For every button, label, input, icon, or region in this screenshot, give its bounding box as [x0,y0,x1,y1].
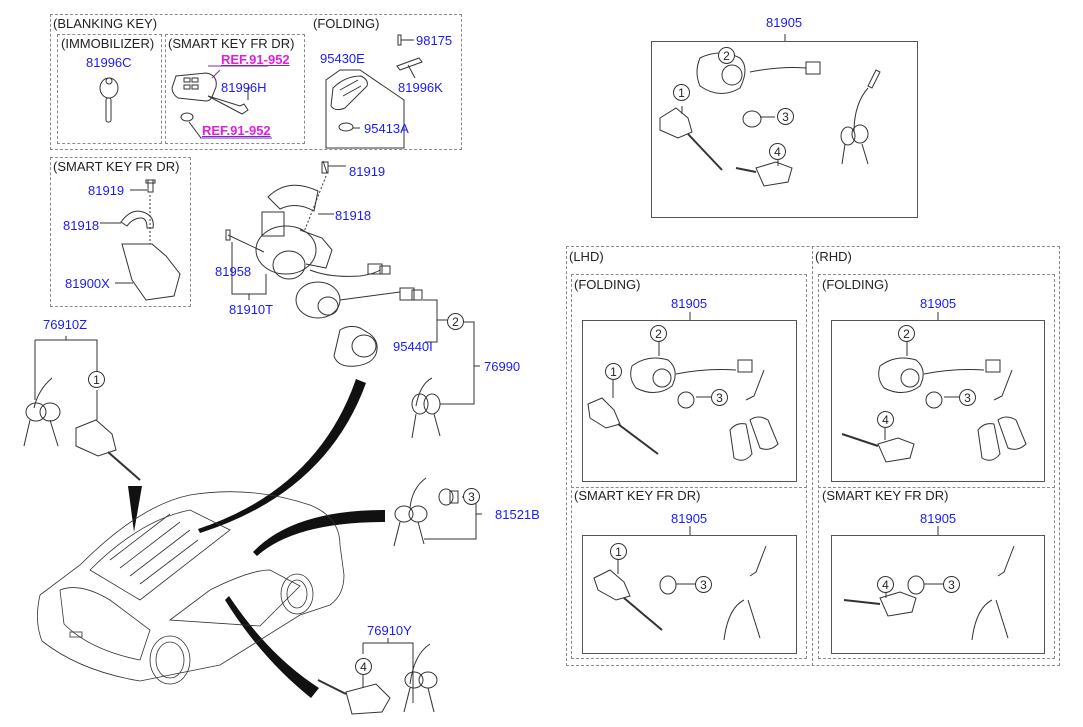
part-81905-top[interactable]: 81905 [766,15,803,30]
callout-3: 3 [943,576,960,593]
door-lock-cylinder-icon [317,679,391,715]
lhd-inner-frame [571,274,807,659]
smart-key-fob-icon [171,69,221,102]
callout-2: 2 [718,47,735,64]
kit-contents-icon [593,545,767,641]
bolt-icon [145,179,156,193]
part-81905-lhd-folding[interactable]: 81905 [671,296,708,311]
emergency-key-blade-icon [207,87,250,115]
callout-4: 4 [355,658,372,675]
part-81958[interactable]: 81958 [215,264,252,279]
key-pair-icon [23,377,61,447]
callout-4: 4 [877,576,894,593]
smart-key-cover-frame [50,157,191,307]
callout-2: 2 [650,325,667,342]
part-81996C[interactable]: 81996C [86,55,132,70]
kit-top-frame [651,41,918,218]
ref-link-top[interactable]: REF.91-952 [221,52,290,67]
blanking-key-title: (BLANKING KEY) [53,16,158,31]
part-76910Y[interactable]: 76910Y [367,623,412,638]
vehicle-illustration [37,491,345,685]
door-lock-cylinder-icon [75,419,141,481]
part-81905-rhd-smart[interactable]: 81905 [920,511,957,526]
part-81996H[interactable]: 81996H [221,80,267,95]
callout-1: 1 [610,543,627,560]
kit-contents-icon [587,357,779,461]
blanking-key-frame [50,14,462,150]
folding-key-fob-icon [330,75,368,111]
part-81996K[interactable]: 81996K [398,80,443,95]
kit-contents-icon [841,357,1027,463]
rhd-inner-frame [818,274,1055,659]
rhd-title: (RHD) [815,249,852,264]
callout-4: 4 [769,143,786,160]
start-stop-button-icon [333,325,378,367]
part-81919[interactable]: 81919 [349,164,386,179]
part-76990[interactable]: 76990 [484,359,521,374]
callout-1: 1 [88,371,105,388]
rhd-section-divider [818,487,1055,488]
immobilizer-antenna-icon [295,281,423,319]
lhd-title: (LHD) [569,249,604,264]
part-81919[interactable]: 81919 [88,183,125,198]
part-76910Z[interactable]: 76910Z [43,317,88,332]
key-pair-icon [393,477,428,547]
rhd-smart-kit-frame [831,535,1045,654]
lhd-smart-title: (SMART KEY FR DR) [574,488,701,503]
rhd-folding-kit-frame [831,320,1045,482]
immobilizer-frame [57,34,162,144]
key-pair-icon [411,377,441,439]
callout-1: 1 [605,363,622,380]
callout-1: 1 [673,84,690,101]
lhd-section-divider [571,487,807,488]
part-98175[interactable]: 98175 [416,33,453,48]
callout-3: 3 [777,108,794,125]
smart-key-cover-title: (SMART KEY FR DR) [53,159,180,174]
smart-key-fr-dr-frame [165,34,305,144]
part-81905-rhd-folding[interactable]: 81905 [920,296,957,311]
lhd-folding-title: (FOLDING) [574,277,641,292]
part-81918[interactable]: 81918 [63,218,100,233]
part-95430E[interactable]: 95430E [320,51,365,66]
battery-coin-icon [180,112,194,122]
trunk-lock-cylinder-icon [438,488,459,506]
callout-2: 2 [898,325,915,342]
part-81918[interactable]: 81918 [335,208,372,223]
part-81910T[interactable]: 81910T [229,302,274,317]
callout-3: 3 [695,576,712,593]
immobilizer-key-icon [99,77,119,123]
ignition-lock-assembly-icon [255,184,391,280]
lhd-rhd-frame [566,246,1060,666]
callout-3: 3 [711,389,728,406]
lhd-rhd-divider [812,246,813,666]
lhd-smart-kit-frame [582,535,797,654]
part-95413A[interactable]: 95413A [364,121,409,136]
part-81905-lhd-smart[interactable]: 81905 [671,511,708,526]
callout-4: 4 [877,411,894,428]
callout-3: 3 [463,488,480,505]
immobilizer-title: (IMMOBILIZER) [61,36,155,51]
folding-title: (FOLDING) [313,16,380,31]
kit-contents-icon [659,52,881,187]
smart-key-fr-dr-title: (SMART KEY FR DR) [168,36,295,51]
lhd-folding-kit-frame [582,320,797,482]
callout-2: 2 [447,313,464,330]
rhd-smart-title: (SMART KEY FR DR) [822,488,949,503]
part-95440I[interactable]: 95440I [393,339,433,354]
rhd-folding-title: (FOLDING) [822,277,889,292]
kit-contents-icon [843,545,1015,641]
part-81900X[interactable]: 81900X [65,276,110,291]
callout-3: 3 [959,389,976,406]
ref-link-bottom[interactable]: REF.91-952 [202,123,271,138]
key-pair-icon [403,643,438,713]
part-81521B[interactable]: 81521B [495,507,540,522]
